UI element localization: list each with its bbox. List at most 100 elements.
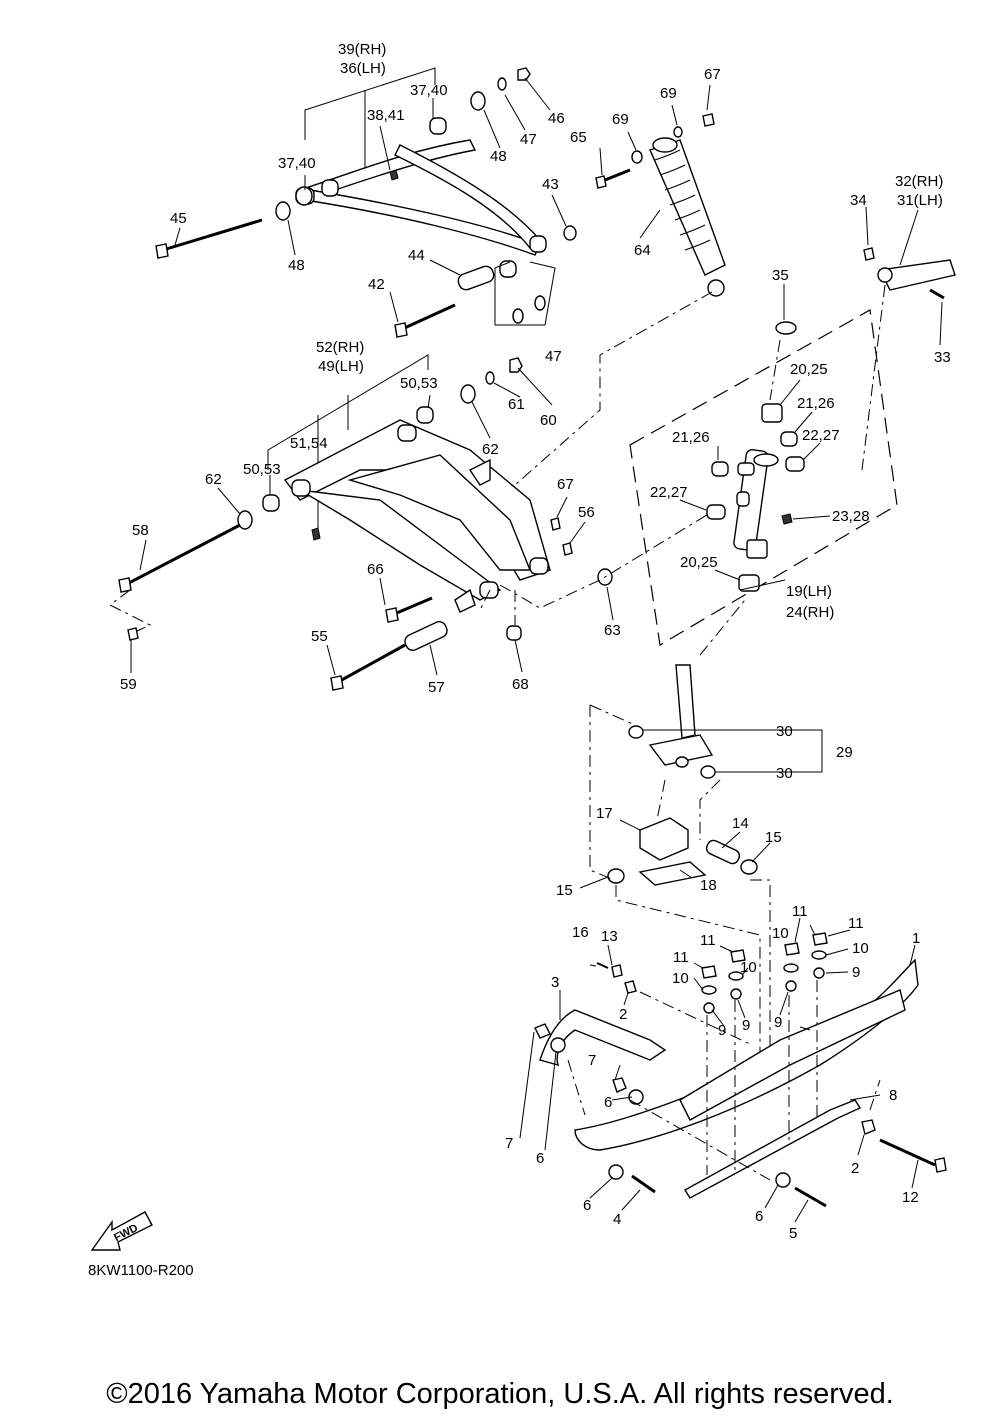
upper-arm-assembly <box>155 67 577 338</box>
callout-62-a: 62 <box>482 441 499 458</box>
callout-11-a: 11 <box>792 903 808 920</box>
callout-9-b: 9 <box>718 1022 726 1039</box>
callout-18: 18 <box>700 877 717 894</box>
callout-48-a: 48 <box>490 148 507 165</box>
callout-9-d: 9 <box>774 1014 782 1031</box>
callout-48-b: 48 <box>288 257 305 274</box>
callout-31lh: 31(LH) <box>897 192 943 209</box>
callout-56: 56 <box>578 504 595 521</box>
leader-lines <box>130 77 943 1223</box>
callout-57: 57 <box>428 679 445 696</box>
callout-7-a: 7 <box>588 1052 596 1069</box>
callout-20-25-b: 20,25 <box>680 554 718 571</box>
callout-46: 46 <box>548 110 565 127</box>
lower-arm-assembly <box>109 354 716 691</box>
callout-34: 34 <box>850 192 867 209</box>
callout-35: 35 <box>772 267 789 284</box>
callout-37-40-b: 37,40 <box>278 155 316 172</box>
callout-21-26-a: 21,26 <box>797 395 835 412</box>
callout-49lh: 49(LH) <box>318 358 364 375</box>
callout-51-54: 51,54 <box>290 435 328 452</box>
callout-50-53-a: 50,53 <box>400 375 438 392</box>
callout-11-d: 11 <box>673 949 689 966</box>
callout-5: 5 <box>789 1225 797 1242</box>
callout-45: 45 <box>170 210 187 227</box>
callout-6-c: 6 <box>583 1197 591 1214</box>
callout-10-b: 10 <box>852 940 869 957</box>
callout-43: 43 <box>542 176 559 193</box>
callout-39rh: 39(RH) <box>338 41 386 58</box>
callout-42: 42 <box>368 276 385 293</box>
callout-33: 33 <box>934 349 951 366</box>
callout-47-a: 47 <box>520 131 537 148</box>
fwd-arrow-icon: FWD <box>90 1211 153 1251</box>
callout-50-53-b: 50,53 <box>243 461 281 478</box>
callout-67-a: 67 <box>704 66 721 83</box>
callout-65: 65 <box>570 129 587 146</box>
callout-labels: 39(RH) 36(LH) 37,40 38,41 37,40 46 47 48… <box>120 41 951 1242</box>
callout-68: 68 <box>512 676 529 693</box>
fwd-label: FWD <box>112 1222 140 1244</box>
callout-69-b: 69 <box>660 85 677 102</box>
callout-29: 29 <box>836 744 853 761</box>
callout-66: 66 <box>367 561 384 578</box>
callout-2-b: 2 <box>851 1160 859 1177</box>
callout-7-b: 7 <box>505 1135 513 1152</box>
callout-44: 44 <box>408 247 425 264</box>
callout-23-28: 23,28 <box>832 508 870 525</box>
callout-10-a: 10 <box>772 925 789 942</box>
callout-20-25-a: 20,25 <box>790 361 828 378</box>
callout-9-a: 9 <box>852 964 860 981</box>
callout-6-a: 6 <box>604 1094 612 1111</box>
callout-63: 63 <box>604 622 621 639</box>
callout-62-b: 62 <box>205 471 222 488</box>
callout-22-27-a: 22,27 <box>802 427 840 444</box>
callout-22-27-b: 22,27 <box>650 484 688 501</box>
callout-36lh: 36(LH) <box>340 60 386 77</box>
callout-55: 55 <box>311 628 328 645</box>
ski-mount-parts <box>589 704 771 1070</box>
callout-3: 3 <box>551 974 559 991</box>
callout-9-c: 9 <box>742 1017 750 1034</box>
callout-1: 1 <box>912 930 920 947</box>
callout-60: 60 <box>540 412 557 429</box>
callout-32rh: 32(RH) <box>895 173 943 190</box>
callout-52rh: 52(RH) <box>316 339 364 356</box>
callout-15-b: 15 <box>556 882 573 899</box>
callout-21-26-b: 21,26 <box>672 429 710 446</box>
callout-19lh: 19(LH) <box>786 583 832 600</box>
callout-11-c: 11 <box>700 932 716 949</box>
callout-8: 8 <box>889 1087 897 1104</box>
shock-absorber <box>497 113 726 501</box>
callout-13: 13 <box>601 928 618 945</box>
callout-61: 61 <box>508 396 525 413</box>
callout-17: 17 <box>596 805 613 822</box>
callout-47-b: 47 <box>545 348 562 365</box>
callout-67-b: 67 <box>557 476 574 493</box>
callout-15-a: 15 <box>765 829 782 846</box>
callout-37-40-a: 37,40 <box>410 82 448 99</box>
callout-64: 64 <box>634 242 651 259</box>
callout-6-d: 6 <box>755 1208 763 1225</box>
callout-30-a: 30 <box>776 723 793 740</box>
callout-14: 14 <box>732 815 749 832</box>
callout-2-a: 2 <box>619 1006 627 1023</box>
steering-assembly <box>628 247 956 779</box>
callout-58: 58 <box>132 522 149 539</box>
callout-10-d: 10 <box>672 970 689 987</box>
callout-59: 59 <box>120 676 137 693</box>
callout-16: 16 <box>572 924 589 941</box>
ski <box>534 932 947 1208</box>
diagram-code: 8KW1100-R200 <box>88 1262 194 1279</box>
callout-11-b: 11 <box>848 915 864 932</box>
callout-24rh: 24(RH) <box>786 604 834 621</box>
callout-30-b: 30 <box>776 765 793 782</box>
callout-69-a: 69 <box>612 111 629 128</box>
callout-38-41: 38,41 <box>367 107 405 124</box>
callout-4: 4 <box>613 1211 621 1228</box>
callout-12: 12 <box>902 1189 919 1206</box>
callout-10-c: 10 <box>740 959 757 976</box>
callout-6-b: 6 <box>536 1150 544 1167</box>
copyright-footer: ©2016 Yamaha Motor Corporation, U.S.A. A… <box>106 1378 894 1410</box>
